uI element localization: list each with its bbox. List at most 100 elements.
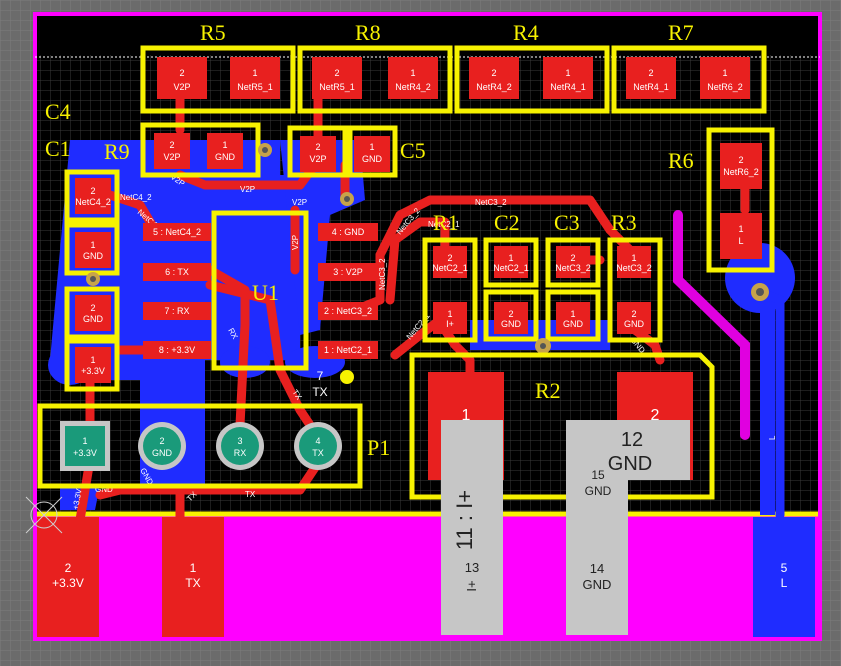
designator-c4: C4 xyxy=(45,99,71,124)
resistor-r7[interactable]: 2 NetR4_1 1 NetR6_2 R7 xyxy=(611,20,767,114)
designator-r6: R6 xyxy=(668,148,694,173)
pin-label: 8 : +3.3V xyxy=(159,345,195,355)
pin-label: 1 : NetC2_1 xyxy=(324,345,372,355)
pad-net: NetR5_1 xyxy=(319,82,355,92)
track-label: NetC2_1 xyxy=(428,220,460,229)
pin-label: 4 : GND xyxy=(332,227,365,237)
pad-number: 1 xyxy=(252,68,257,78)
pad-net: NetC3_2 xyxy=(555,263,591,273)
resistor-r4[interactable]: 2 NetR4_2 1 NetR4_1 R4 xyxy=(454,20,610,114)
capacitor-c5[interactable]: 2 V2P 1 GND C5 xyxy=(287,125,426,178)
pad-number: 2 xyxy=(570,253,575,263)
pad-number: 12 xyxy=(621,429,643,451)
edge-pad-5[interactable]: 5 L xyxy=(753,517,815,637)
pin-net: TX xyxy=(312,385,327,399)
edge-pad-1[interactable]: 1 TX xyxy=(162,517,224,637)
pad-number: 1 xyxy=(570,309,575,319)
board-outline xyxy=(33,12,822,641)
edge-pad-2[interactable]: 2 +3.3V xyxy=(37,517,99,637)
pad-net: GND xyxy=(215,152,236,162)
pin-net: +3.3V xyxy=(73,448,97,458)
pin-net: TX xyxy=(312,448,324,458)
pin-net: RX xyxy=(234,448,247,458)
pad-net: NetR4_1 xyxy=(633,82,669,92)
capacitor-c2[interactable]: 1 NetC2_1 2 GND C2 xyxy=(483,210,539,342)
pad-number: 13 xyxy=(465,560,479,575)
pad-number: 2 xyxy=(65,561,72,575)
pad-11[interactable]: 11 : I+ 13 I+ xyxy=(441,420,503,635)
pin-number: 1 xyxy=(82,436,87,446)
pad-number: 2 xyxy=(648,68,653,78)
pad-net: I+ xyxy=(446,319,454,329)
track-label: TX xyxy=(245,490,256,499)
pad-net: V2P xyxy=(163,152,180,162)
pad-number: 1 xyxy=(722,68,727,78)
track-label: V2P xyxy=(240,185,255,194)
designator-p1: P1 xyxy=(367,435,390,460)
edge-connector-strip xyxy=(37,515,818,637)
pad-net: GND xyxy=(563,319,584,329)
pad-net: GND xyxy=(83,314,104,324)
pad-number: 1 xyxy=(222,140,227,150)
pad-net: GND xyxy=(362,154,383,164)
pad-net: I+ xyxy=(464,580,479,591)
pad-net: NetR4_1 xyxy=(550,82,586,92)
pad-number: 2 xyxy=(491,68,496,78)
pad-12[interactable]: 12 GND 15 GND 14 GND xyxy=(566,420,690,635)
pad-number: 1 xyxy=(738,224,743,234)
pad-number: 15 xyxy=(591,468,605,482)
pin-number: 3 xyxy=(237,436,242,446)
pad-net: NetC4_2 xyxy=(75,197,111,207)
resistor-r3[interactable]: 1 NetC3_2 2 GND R3 xyxy=(607,210,663,343)
pin-label: 6 : TX xyxy=(165,267,189,277)
pad-net: NetR5_1 xyxy=(237,82,273,92)
designator-c3: C3 xyxy=(554,210,580,235)
resistor-r8[interactable]: 2 NetR5_1 1 NetR4_2 R8 xyxy=(297,20,453,114)
track-label: NetC4_2 xyxy=(120,193,152,202)
connector-p1[interactable]: 1 +3.3V 2 GND 3 RX 4 TX P1 xyxy=(37,403,390,489)
capacitor-c3[interactable]: 2 NetC3_2 1 GND C3 xyxy=(545,210,601,342)
ic-u1[interactable]: 5 : NetC4_2 6 : TX 7 : RX 8 : +3.3V 4 : … xyxy=(143,210,378,399)
pin-number: 2 xyxy=(159,436,164,446)
pad-net: NetC2_1 xyxy=(432,263,468,273)
capacitor-c4[interactable]: 2 NetC4_2 1 GND xyxy=(64,169,120,276)
pad-net: +3.3V xyxy=(52,576,84,590)
pad-net: GND xyxy=(585,484,612,498)
pad-number: 1 xyxy=(508,253,513,263)
pad-number: 1 xyxy=(565,68,570,78)
resistor-r1[interactable]: 2 NetC2_1 1 I+ R1 xyxy=(422,210,478,343)
designator-r3: R3 xyxy=(611,210,637,235)
pad-net: +3.3V xyxy=(81,366,105,376)
designator-c5: C5 xyxy=(400,138,426,163)
pad-number: 1 xyxy=(90,240,95,250)
designator-r5: R5 xyxy=(200,20,226,45)
pad-number: 1 xyxy=(90,355,95,365)
track-label: NetC3_2 xyxy=(378,258,387,290)
resistor-r6[interactable]: 2 NetR6_2 1 L R6 xyxy=(668,127,775,273)
capacitor-c1[interactable]: 2 GND 1 +3.3V xyxy=(64,286,120,392)
pad-net: NetR4_2 xyxy=(395,82,431,92)
pad-number: 2 xyxy=(334,68,339,78)
track-label: +3.3V xyxy=(71,487,84,510)
pad-number: 2 xyxy=(631,309,636,319)
designator-c2: C2 xyxy=(494,210,520,235)
pad-net: NetC3_2 xyxy=(616,263,652,273)
pin-label: 7 : RX xyxy=(164,306,189,316)
pin-label: 5 : NetC4_2 xyxy=(153,227,201,237)
pad-number: 1 xyxy=(462,407,471,424)
resistor-r5[interactable]: 2 V2P 1 NetR5_1 R5 xyxy=(140,20,296,114)
pad-number: 1 xyxy=(447,309,452,319)
pad-net: NetC2_1 xyxy=(493,263,529,273)
pad-net: GND xyxy=(83,251,104,261)
pad-number: 1 xyxy=(369,142,374,152)
pad-net: NetR6_2 xyxy=(707,82,743,92)
pad-number: 2 xyxy=(179,68,184,78)
pad-net: GND xyxy=(501,319,522,329)
pin-number: 7 xyxy=(317,369,324,383)
pin-label: 2 : NetC3_2 xyxy=(324,306,372,316)
pad-number: 2 xyxy=(90,303,95,313)
designator-r1: R1 xyxy=(433,210,459,235)
pad-net: V2P xyxy=(309,154,326,164)
pad-net: TX xyxy=(185,576,200,590)
